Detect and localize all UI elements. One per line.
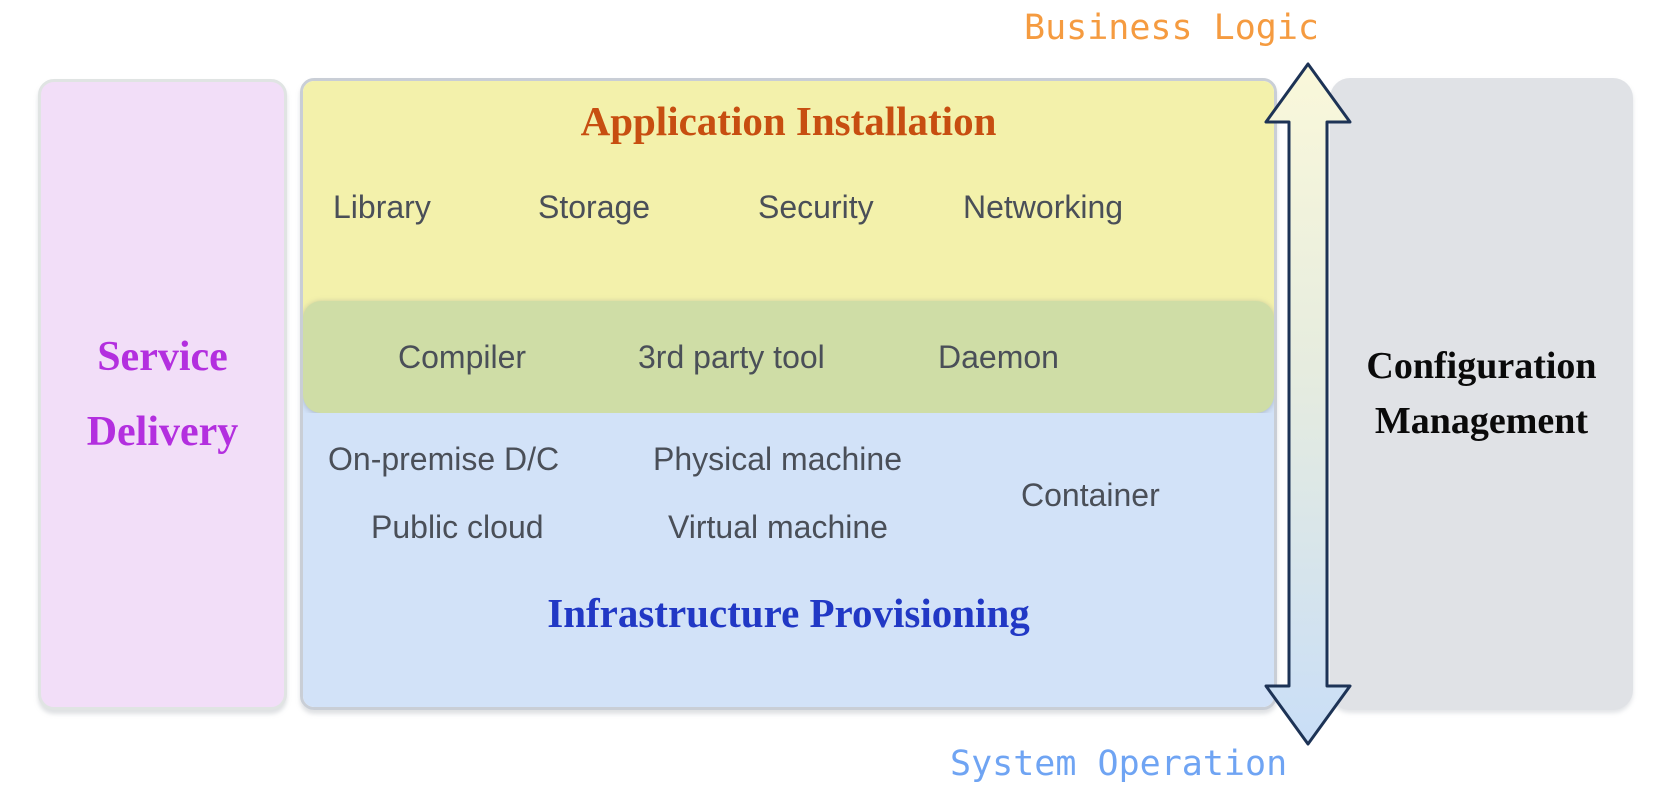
- configuration-management-box: Configuration Management: [1330, 78, 1633, 710]
- middle-band: Compiler 3rd party tool Daemon: [303, 301, 1274, 413]
- middle-band-wrapper: Compiler 3rd party tool Daemon: [303, 301, 1274, 413]
- service-delivery-box: Service Delivery: [38, 79, 287, 710]
- center-panel: Application Installation Library Storage…: [300, 78, 1277, 710]
- infra-item-virtual-machine: Virtual machine: [668, 509, 888, 545]
- system-operation-label: System Operation: [950, 744, 1288, 784]
- app-item-security: Security: [758, 189, 874, 225]
- business-logic-label: Business Logic: [1024, 8, 1320, 48]
- infra-item-physical-machine: Physical machine: [653, 441, 902, 477]
- infra-item-container: Container: [1021, 477, 1160, 513]
- service-delivery-title: Service Delivery: [86, 333, 239, 455]
- infra-item-public-cloud: Public cloud: [371, 509, 544, 545]
- band-item-daemon: Daemon: [938, 339, 1059, 375]
- configuration-management-title: Configuration Management: [1366, 344, 1597, 442]
- application-installation-section: Application Installation Library Storage…: [303, 81, 1274, 301]
- band-item-compiler: Compiler: [398, 339, 527, 375]
- band-item-3rd-party-tool: 3rd party tool: [638, 339, 825, 375]
- app-item-storage: Storage: [538, 189, 651, 225]
- application-installation-title: Application Installation: [580, 98, 997, 144]
- app-item-library: Library: [333, 189, 431, 225]
- infra-item-on-premise-dc: On-premise D/C: [328, 441, 560, 477]
- infrastructure-provisioning-section: On-premise D/C Physical machine Containe…: [303, 413, 1274, 707]
- bidirectional-arrow-icon: [1264, 62, 1352, 746]
- infrastructure-provisioning-title: Infrastructure Provisioning: [547, 590, 1030, 636]
- app-item-networking: Networking: [963, 189, 1124, 225]
